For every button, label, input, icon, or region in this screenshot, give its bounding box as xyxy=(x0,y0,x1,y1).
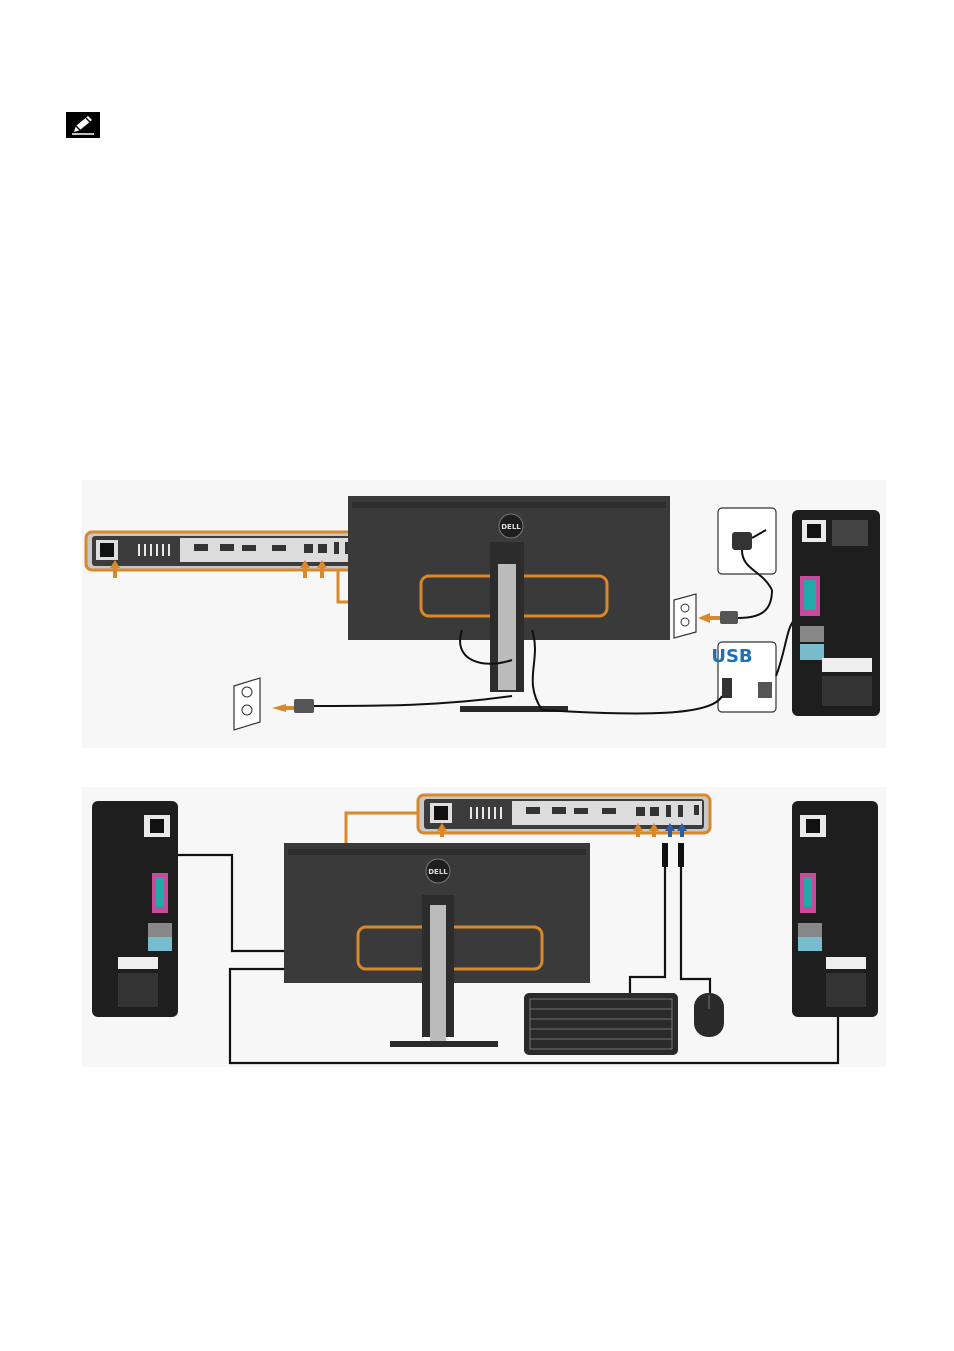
mouse xyxy=(694,993,724,1037)
diagram-usb-upstream-connection: DELL USB xyxy=(82,480,886,748)
usb-label: USB xyxy=(711,646,752,667)
connection-diagram-2: DELL xyxy=(82,787,886,1067)
cable-left-tower xyxy=(178,855,284,951)
dell-logo: DELL xyxy=(428,868,448,876)
plug-arrow-icon xyxy=(272,704,286,712)
diagram-dual-pc-connection: DELL xyxy=(82,787,886,1067)
computer-tower-right xyxy=(792,510,880,716)
dell-logo: DELL xyxy=(501,523,521,531)
usb-cables xyxy=(630,843,710,993)
power-cable-inset xyxy=(718,508,776,590)
power-outlet-icon xyxy=(234,678,512,730)
monitor-rear: DELL xyxy=(348,496,670,712)
keyboard xyxy=(524,993,678,1055)
power-outlet-icon-right xyxy=(674,590,772,638)
computer-tower-left xyxy=(92,801,178,1017)
note-pencil-icon xyxy=(66,112,100,138)
power-port-icon xyxy=(96,540,118,560)
computer-tower-right xyxy=(792,801,878,1017)
connection-diagram-1: DELL USB xyxy=(82,480,886,748)
